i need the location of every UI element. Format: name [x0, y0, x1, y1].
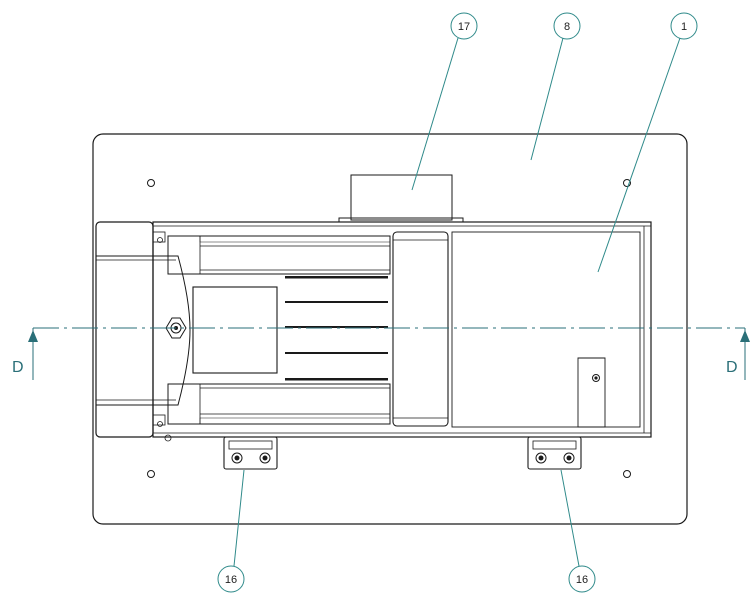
center-plate: [192, 286, 278, 374]
plate-hole: [147, 179, 155, 187]
leader-16-right: [560, 469, 580, 567]
left-cover: [95, 221, 191, 442]
bracket-left: [223, 436, 278, 470]
section-label-left: D: [12, 359, 24, 376]
leader-16-left: [233, 469, 245, 567]
main-body: [152, 221, 652, 438]
plate-hole: [147, 470, 155, 478]
bracket-right: [527, 436, 582, 470]
plate-hole: [623, 179, 631, 187]
balloon-16-right: 16: [568, 565, 596, 593]
balloon-17: 17: [450, 12, 478, 40]
svg-text:16: 16: [576, 574, 588, 586]
plate-hole: [623, 470, 631, 478]
section-arrow-left: [28, 328, 38, 380]
leader-8: [530, 37, 564, 161]
balloon-1: 1: [670, 12, 698, 40]
top-block: [338, 174, 464, 223]
balloon-8: 8: [553, 12, 581, 40]
svg-text:8: 8: [564, 21, 570, 33]
section-label-right: D: [726, 359, 738, 376]
leader-1: [597, 37, 681, 273]
leader-17: [411, 37, 459, 191]
base-plate: [92, 133, 688, 525]
svg-text:1: 1: [681, 21, 687, 33]
slots: [285, 276, 388, 381]
svg-text:16: 16: [225, 574, 237, 586]
section-arrow-right: [740, 328, 750, 380]
upper-rail: [167, 235, 391, 275]
balloon-16-left: 16: [217, 565, 245, 593]
svg-text:17: 17: [458, 21, 470, 33]
lower-rail: [167, 383, 391, 425]
